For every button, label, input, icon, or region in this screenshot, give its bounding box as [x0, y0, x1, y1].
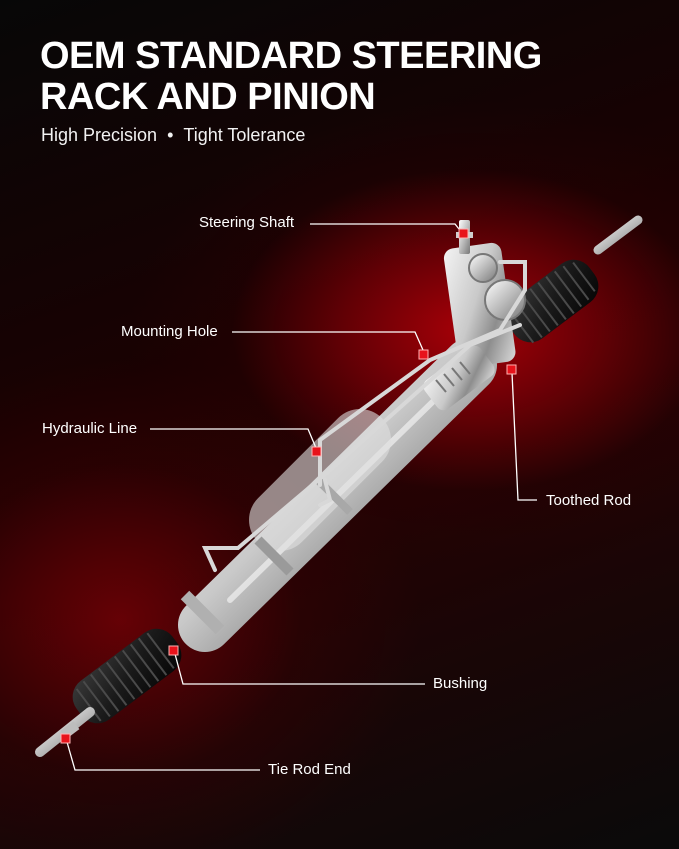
feature-subtitle: High Precision • Tight Tolerance	[41, 125, 305, 146]
hydraulic-lines	[201, 260, 527, 572]
right-tie-rod	[593, 215, 643, 255]
pinion-valve-body	[423, 242, 526, 411]
callout-mounting-hole: Mounting Hole	[121, 323, 218, 340]
title-line-1: OEM STANDARD STEERING	[40, 35, 542, 77]
callout-hydraulic-line: Hydraulic Line	[42, 420, 138, 437]
page-title: OEM STANDARD STEERING RACK AND PINION	[40, 36, 542, 118]
left-bellows-boot	[72, 628, 182, 724]
callout-bushing: Bushing	[433, 675, 488, 692]
leader-toothed-rod	[511, 372, 537, 501]
callout-markers	[60, 228, 517, 744]
callout-toothed-rod: Toothed Rod	[546, 492, 632, 509]
feature-high-precision: High Precision	[41, 125, 158, 145]
leader-bushing	[174, 653, 425, 685]
leader-tie-rod-end	[66, 741, 260, 771]
marker-mounting-hole	[418, 349, 429, 360]
leader-steering-shaft	[310, 223, 464, 235]
marker-bushing	[168, 645, 179, 656]
bullet-separator: •	[167, 125, 174, 145]
callout-steering-shaft: Steering Shaft	[199, 214, 295, 231]
leader-mounting-hole	[232, 331, 424, 351]
marker-hydraulic-line	[311, 446, 322, 457]
marker-steering-shaft	[458, 228, 469, 239]
marker-tie-rod-end	[60, 733, 71, 744]
callout-leader-lines	[66, 223, 537, 771]
left-tie-rod	[35, 707, 95, 757]
feature-tight-tolerance: Tight Tolerance	[183, 125, 306, 145]
title-line-2: RACK AND PINION	[40, 76, 376, 118]
leader-hydraulic-line	[150, 428, 317, 449]
callout-tie-rod-end: Tie Rod End	[268, 761, 351, 778]
marker-toothed-rod	[506, 364, 517, 375]
